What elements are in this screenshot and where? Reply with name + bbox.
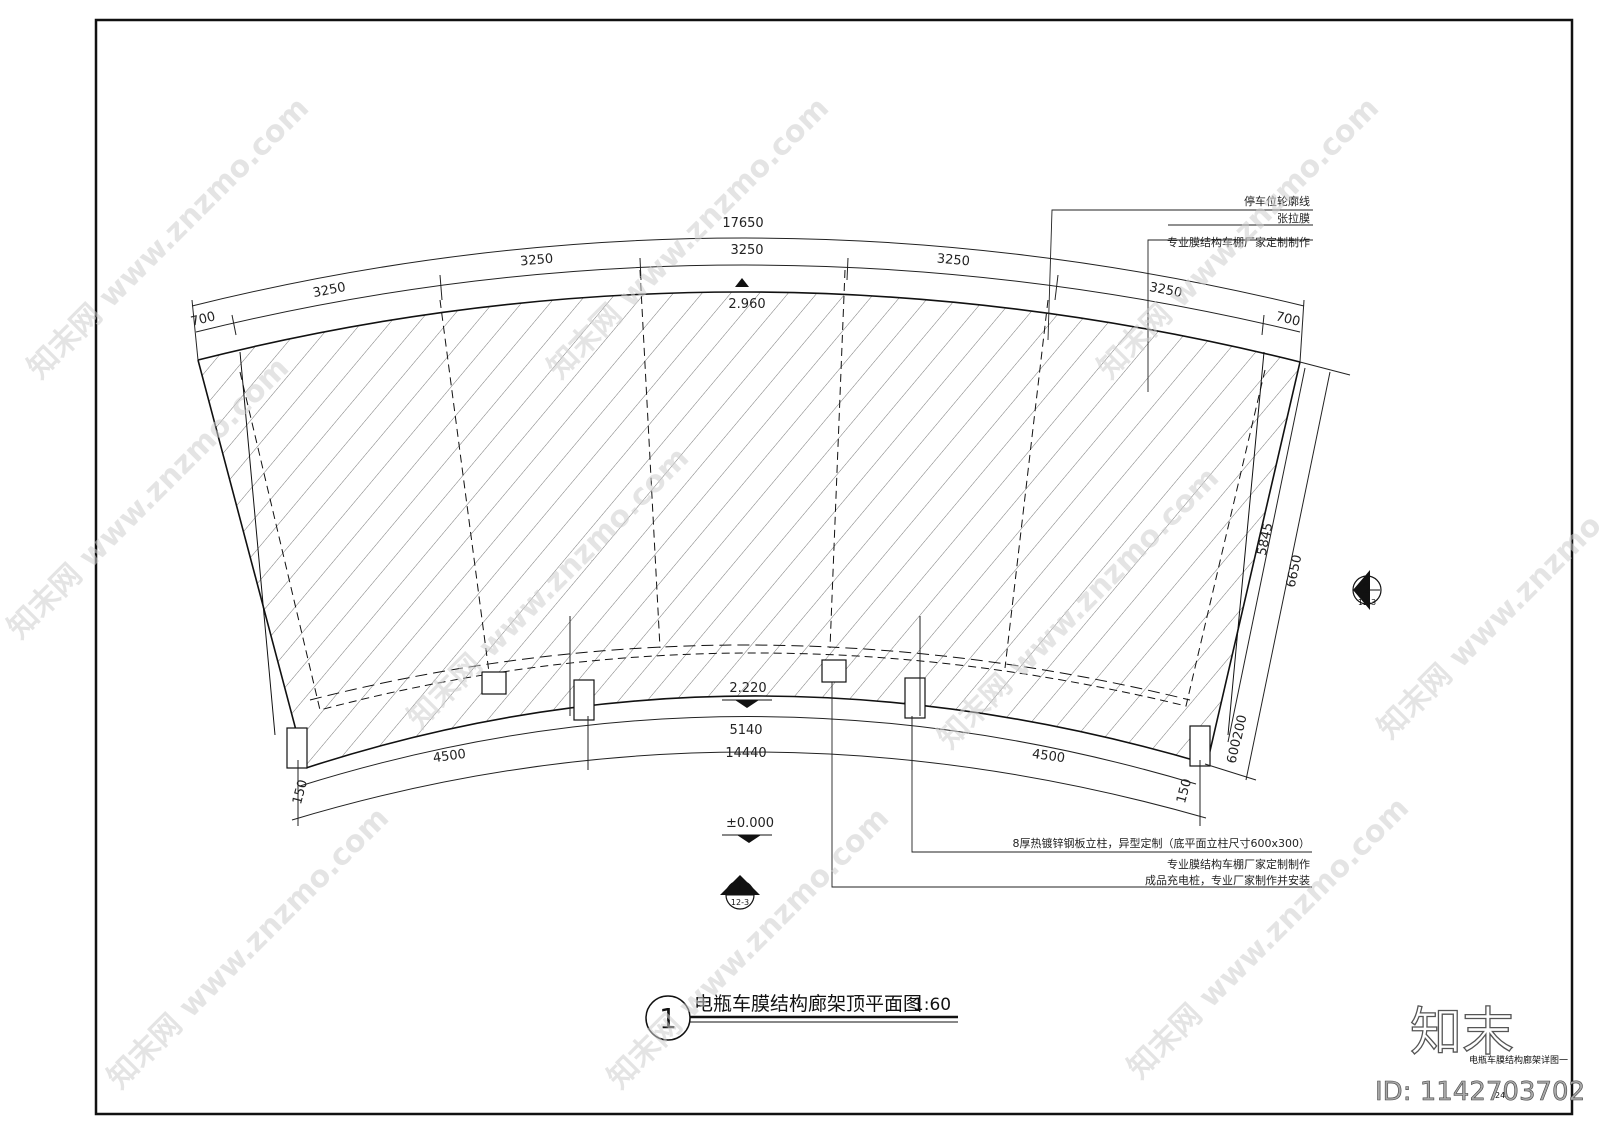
dim-bottom-end-left: 150: [290, 778, 311, 806]
dim-top-end-left: 700: [189, 309, 217, 330]
watermark-1: 知末网 www.znzmo.com: [21, 91, 316, 386]
section-mark-bottom: [720, 875, 760, 910]
dim-side-total: 6650: [1284, 554, 1306, 589]
note-steel-column: 8厚热镀锌钢板立柱，异型定制（底平面立柱尺寸600x300）: [1013, 836, 1311, 850]
level-marker-ground: [737, 835, 761, 843]
parking-outline: [239, 369, 1266, 711]
sheet-frame: [94, 18, 1574, 1116]
watermark-3: 知末网 www.znzmo.com: [1091, 91, 1386, 386]
columns: [286, 659, 1211, 769]
watermark-8: 知末网 www.znzmo.com: [101, 801, 396, 1096]
dim-top-bay-5: 3250: [1148, 280, 1183, 301]
sheet-name: 电瓶车膜结构廊架详图一: [1469, 1054, 1568, 1066]
section-bottom-num: 1: [736, 880, 745, 896]
section-mark-right: [1352, 570, 1382, 610]
dim-top-bay-2: 3250: [520, 252, 554, 270]
membrane-hatch: [198, 291, 1300, 768]
top-dimension-lines: [191, 237, 1305, 363]
section-right-ref: 12-3: [1358, 598, 1376, 607]
roof-top-edge: [197, 291, 1301, 363]
dim-bottom-total: 14440: [725, 746, 766, 761]
dim-bottom-left: 4500: [432, 747, 467, 766]
title-number: 1: [659, 1002, 677, 1035]
roof-inner-edges: [239, 351, 1265, 736]
section-right-num: 2: [1363, 582, 1372, 598]
note-membrane-factory: 专业膜结构车棚厂家定制制作: [1167, 235, 1310, 249]
roof-bottom-edge: [305, 695, 1208, 769]
level-marker-top: [735, 278, 749, 287]
note-tension-membrane: 张拉膜: [1277, 211, 1310, 225]
side-dimension-lines: [1204, 361, 1351, 781]
watermark-logo: 知末: [1410, 1003, 1514, 1063]
title-text: 电瓶车膜结构廊架顶平面图: [694, 993, 922, 1015]
watermark-9: 知末网 www.znzmo.com: [601, 801, 896, 1096]
level-ground: ±0.000: [726, 816, 774, 831]
dim-bottom-inner: 5140: [729, 723, 762, 738]
level-bottom: 2.220: [729, 681, 766, 696]
section-bottom-ref: 12-3: [731, 898, 749, 907]
leader-lines: [831, 209, 1313, 888]
dim-side-small-b: 200: [1231, 714, 1251, 741]
watermark-10: 知末网 www.znzmo.com: [1121, 791, 1416, 1086]
sheet-no: 24: [1495, 1091, 1505, 1100]
watermark-7: 知末网 www.znzmo.com: [1371, 451, 1600, 746]
dim-top-total: 17650: [722, 216, 763, 231]
watermark-id: ID: 1142703702: [1375, 1077, 1585, 1107]
level-top: 2.960: [728, 297, 765, 312]
note-membrane-factory-2: 专业膜结构车棚厂家定制制作: [1167, 857, 1310, 871]
bay-dividers: [439, 269, 1049, 681]
dim-side-inner: 5845: [1255, 522, 1277, 557]
title-scale: 1:60: [913, 995, 951, 1015]
level-marker-bottom: [735, 700, 759, 708]
dim-top-bay-1: 3250: [312, 280, 347, 301]
note-charging-pile: 成品充电桩，专业厂家制作并安装: [1145, 873, 1310, 887]
dim-top-end-right: 700: [1274, 309, 1302, 330]
note-parking-outline: 停车位轮廓线: [1244, 194, 1310, 208]
roof-left-edge: [197, 359, 307, 769]
title-number-circle: [645, 995, 691, 1041]
dim-top-bay-4: 3250: [936, 252, 970, 270]
dim-bottom-end-right: 150: [1174, 777, 1195, 805]
inner-arc: [309, 644, 1191, 701]
dim-top-bay-3: 3250: [730, 243, 763, 258]
dim-bottom-right: 4500: [1031, 747, 1066, 766]
dim-side-small-a: 600: [1225, 738, 1245, 765]
roof-right-edge: [1206, 361, 1301, 765]
